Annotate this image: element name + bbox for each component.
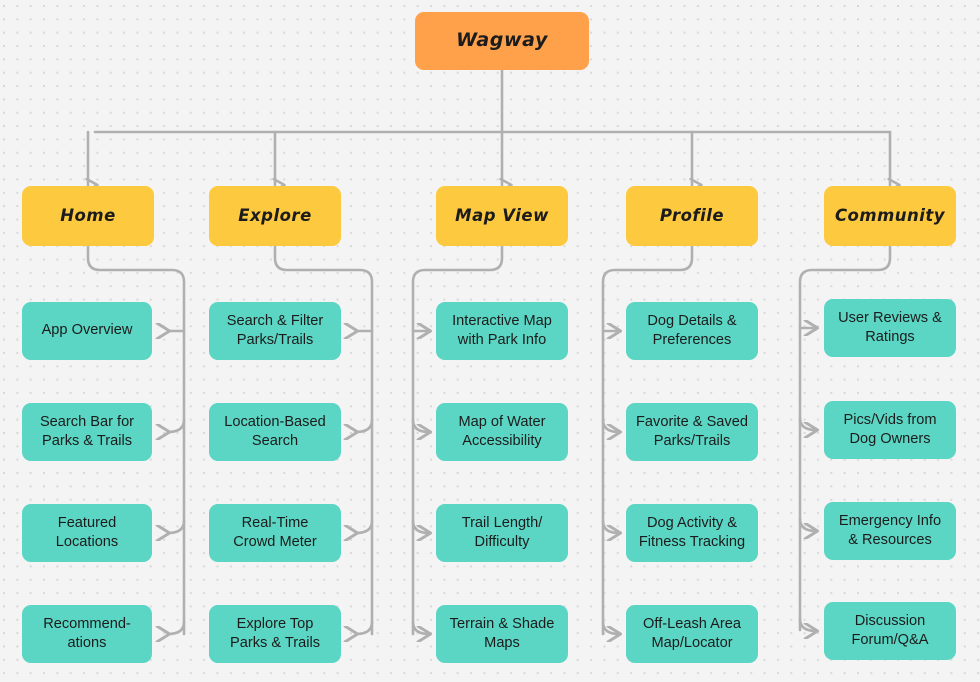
leaf-line-1: Terrain & Shade <box>449 615 555 632</box>
node-leaf-profile-3[interactable]: Dog Activity & Fitness Tracking <box>626 504 758 562</box>
node-branch-home-label: Home <box>60 206 116 226</box>
leaf-line-1: Trail Length/ <box>461 514 543 531</box>
leaf-line-2: Dog Owners <box>849 431 931 447</box>
node-root[interactable]: Wagway <box>415 12 589 70</box>
leaf-line-2: Crowd Meter <box>233 534 317 550</box>
node-leaf-community-1[interactable]: User Reviews & Ratings <box>824 299 956 357</box>
node-leaf-explore-2[interactable]: Location-Based Search <box>209 403 341 461</box>
edge-home-leaf-2 <box>168 418 186 432</box>
edge-community-leaf-4 <box>798 617 816 631</box>
node-branch-profile[interactable]: Profile <box>626 186 758 246</box>
edge-home-leaf-3 <box>168 519 186 533</box>
leaf-line-2: Difficulty <box>474 534 530 550</box>
node-leaf-home-1[interactable]: App Overview <box>22 302 152 360</box>
node-branch-explore[interactable]: Explore <box>209 186 341 246</box>
edge-profile-leaf-2 <box>601 418 619 432</box>
node-leaf-home-2[interactable]: Search Bar for Parks & Trails <box>22 403 152 461</box>
leaf-line-2: Locations <box>55 534 119 550</box>
leaf-line-1: Recommend- <box>43 615 131 632</box>
leaf-line-2: Parks & Trails <box>229 635 320 651</box>
node-leaf-profile-4[interactable]: Off-Leash Area Map/Locator <box>626 605 758 663</box>
edge-mapview-leaf-2 <box>411 418 429 432</box>
edge-profile-leaf-4 <box>601 620 619 634</box>
leaf-line-1: Real-Time <box>241 514 309 531</box>
leaf-line-1: Explore Top <box>236 615 314 632</box>
leaf-line-1: Dog Details & <box>647 312 737 329</box>
leaf-line-2: Maps <box>484 635 520 651</box>
leaf-line-1: Search & Filter <box>226 312 324 329</box>
leaf-line-1: Featured <box>57 514 117 531</box>
leaf-line-2: ations <box>67 635 107 651</box>
leaf-line-1: Emergency Info <box>838 512 942 529</box>
node-leaf-home-3[interactable]: Featured Locations <box>22 504 152 562</box>
edge-home-leaf-4 <box>168 620 186 634</box>
leaf-line-2: Parks & Trails <box>41 433 132 449</box>
leaf-line-1: Interactive Map <box>452 312 552 329</box>
node-branch-explore-label: Explore <box>238 206 312 226</box>
leaf-line-1: Discussion <box>854 612 926 629</box>
node-leaf-map-view-3[interactable]: Trail Length/ Difficulty <box>436 504 568 562</box>
edge-explore-leaf-3 <box>356 519 374 533</box>
node-leaf-profile-2[interactable]: Favorite & Saved Parks/Trails <box>626 403 758 461</box>
node-branch-community-label: Community <box>834 206 946 226</box>
leaf-line-2: Forum/Q&A <box>851 632 929 648</box>
node-leaf-community-4[interactable]: Discussion Forum/Q&A <box>824 602 956 660</box>
node-leaf-home-4[interactable]: Recommend- ations <box>22 605 152 663</box>
leaf-line-1: Off-Leash Area <box>643 615 741 632</box>
edge-profile-leaf-3 <box>601 519 619 533</box>
node-leaf-explore-3[interactable]: Real-Time Crowd Meter <box>209 504 341 562</box>
leaf-line-1: Map of Water <box>458 413 546 430</box>
leaf-line-2: Ratings <box>865 329 915 345</box>
node-leaf-map-view-1[interactable]: Interactive Map with Park Info <box>436 302 568 360</box>
leaf-line-1: User Reviews & <box>838 309 942 326</box>
edge-mapview-leaf-3 <box>411 519 429 533</box>
node-leaf-profile-1[interactable]: Dog Details & Preferences <box>626 302 758 360</box>
leaf-line-1: Search Bar for <box>39 413 135 430</box>
leaf-line-1: Favorite & Saved <box>636 413 748 430</box>
leaf-line-1: Dog Activity & <box>646 514 738 531</box>
leaf-line-1: Pics/Vids from <box>843 411 937 428</box>
node-leaf-map-view-2[interactable]: Map of Water Accessibility <box>436 403 568 461</box>
node-leaf-community-2[interactable]: Pics/Vids from Dog Owners <box>824 401 956 459</box>
node-root-label: Wagway <box>456 29 548 52</box>
node-branch-home[interactable]: Home <box>22 186 154 246</box>
edge-explore-leaf-4 <box>356 620 374 634</box>
leaf-line-2: Preferences <box>652 332 732 348</box>
node-branch-community[interactable]: Community <box>824 186 956 246</box>
leaf-line-2: & Resources <box>848 532 932 548</box>
edge-community-leaf-2 <box>798 416 816 430</box>
node-leaf-explore-1[interactable]: Search & Filter Parks/Trails <box>209 302 341 360</box>
leaf-line-2: Map/Locator <box>651 635 733 651</box>
leaf-line-2: Parks/Trails <box>236 332 314 348</box>
node-leaf-map-view-4[interactable]: Terrain & Shade Maps <box>436 605 568 663</box>
leaf-line-2: with Park Info <box>457 332 547 348</box>
node-leaf-explore-4[interactable]: Explore Top Parks & Trails <box>209 605 341 663</box>
edge-community-leaf-3 <box>798 517 816 531</box>
node-branch-map-view-label: Map View <box>455 206 549 226</box>
leaf-line-2: Parks/Trails <box>653 433 731 449</box>
edge-explore-leaf-2 <box>356 418 374 432</box>
node-branch-map-view[interactable]: Map View <box>436 186 568 246</box>
leaf-line-1: App Overview <box>41 322 133 339</box>
edge-mapview-leaf-4 <box>411 620 429 634</box>
node-branch-profile-label: Profile <box>659 206 725 226</box>
leaf-line-2: Accessibility <box>462 433 542 449</box>
node-leaf-community-3[interactable]: Emergency Info & Resources <box>824 502 956 560</box>
leaf-line-2: Fitness Tracking <box>638 534 746 550</box>
leaf-line-2: Search <box>251 433 299 449</box>
leaf-line-1: Location-Based <box>224 413 326 430</box>
